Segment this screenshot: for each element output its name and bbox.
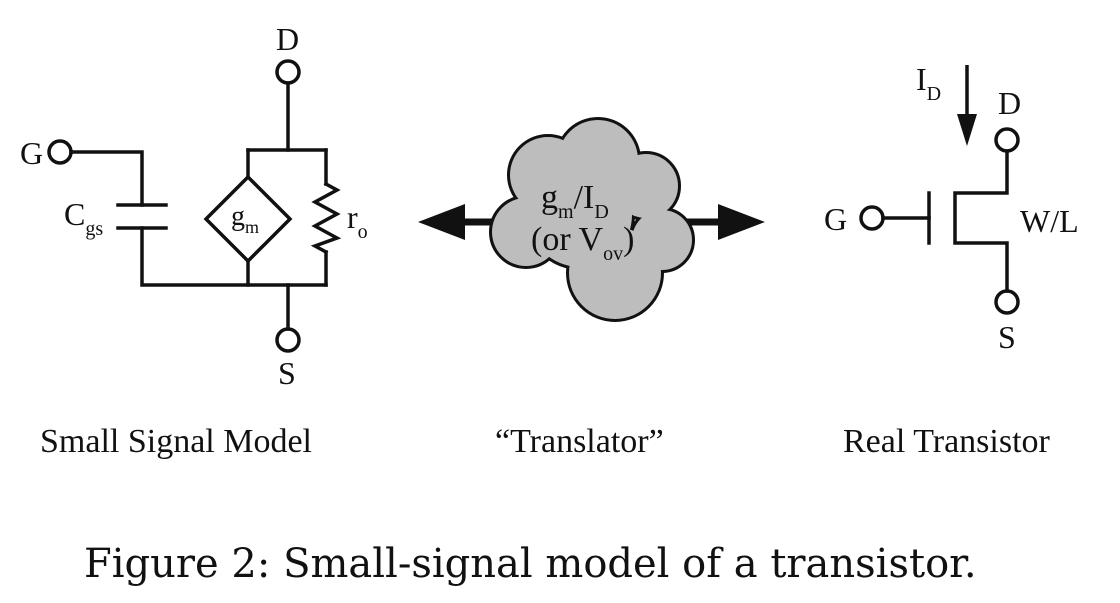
rt-source-label: S	[998, 319, 1016, 355]
dependent-source-gm	[203, 174, 293, 264]
rt-drain-terminal	[994, 127, 1020, 153]
source-label: S	[278, 355, 296, 391]
small-signal-model-label: Small Signal Model	[40, 423, 312, 460]
gate-label: G	[20, 135, 43, 171]
rt-source-terminal	[994, 289, 1020, 315]
current-arrow	[957, 65, 977, 146]
gm-over-id-label: gm/ID	[541, 179, 609, 223]
cgs-label: Cgs	[64, 196, 103, 240]
gm-label: gm	[231, 201, 259, 237]
mosfet-symbol	[881, 149, 1009, 293]
rt-gate-label: G	[824, 201, 847, 237]
source-terminal	[275, 327, 301, 353]
translator: gm/ID (or Vov) “Translator”	[418, 117, 765, 460]
or-vov-label: (or Vov)	[531, 221, 634, 265]
arrow-left-icon	[418, 204, 465, 240]
translator-label: “Translator”	[495, 423, 664, 460]
drain-label: D	[276, 21, 299, 57]
drain-terminal	[275, 59, 301, 85]
resistor-ro	[310, 181, 342, 255]
wl-label: W/L	[1020, 203, 1079, 239]
arrow-down-icon	[957, 114, 977, 146]
small-signal-wires	[69, 81, 328, 331]
real-transistor-label: Real Transistor	[843, 423, 1051, 460]
ro-label: ro	[347, 199, 368, 243]
rt-gate-terminal	[859, 205, 885, 231]
arrow-right-icon	[718, 204, 765, 240]
cloud-shape	[489, 117, 695, 322]
real-transistor: ID D S G W/L Real Transistor	[824, 61, 1079, 460]
id-label: ID	[916, 61, 941, 105]
small-signal-model: G D S Cgs gm ro	[20, 21, 368, 460]
capacitor-cgs	[116, 203, 168, 230]
figure-caption: Figure 2: Small-signal model of a transi…	[84, 541, 977, 587]
rt-drain-label: D	[998, 85, 1021, 121]
gate-terminal	[47, 139, 73, 165]
